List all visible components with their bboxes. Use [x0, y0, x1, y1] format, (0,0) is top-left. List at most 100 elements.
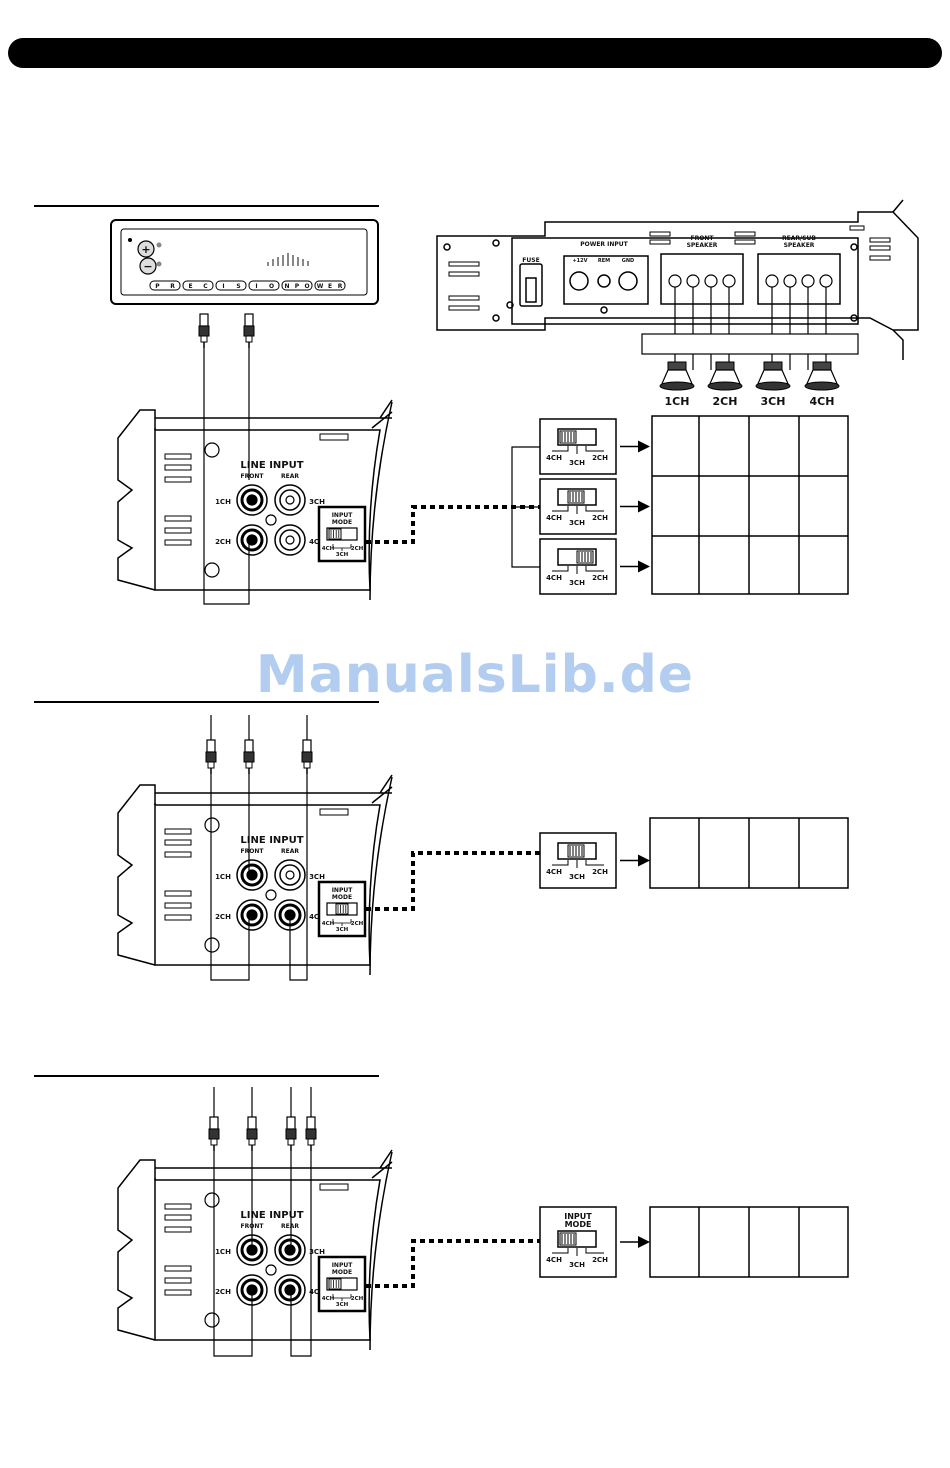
line-input-title: LINE INPUT	[240, 1210, 303, 1221]
switch-4ch-label: 4CH	[546, 574, 562, 582]
ch1-label: 1CH	[215, 873, 231, 881]
mode-connector	[366, 851, 540, 911]
mode-connector	[366, 505, 540, 544]
front-label: FRONT	[241, 473, 265, 480]
front-speaker-label-1: FRONT	[691, 235, 715, 242]
output-grid-section-1	[651, 415, 849, 595]
rca-plug	[301, 715, 313, 774]
gnd-label: GND	[622, 258, 634, 264]
rear-label: REAR	[281, 473, 299, 480]
output-grid-section-3	[649, 1206, 849, 1278]
minus-knob[interactable]	[139, 257, 157, 275]
switch-3ch-label: 3CH	[569, 873, 585, 881]
speaker-channel-label: 1CH	[665, 395, 690, 408]
switch-3ch-label: 3CH	[569, 1261, 585, 1269]
switch-3ch-label: 3CH	[569, 519, 585, 527]
head-unit-button-letter: P	[155, 283, 160, 290]
amp-mode-4ch: 4CH	[322, 546, 335, 552]
head-unit-button[interactable]	[149, 280, 181, 291]
rear-label: REAR	[281, 1223, 299, 1230]
rem-label: REM	[598, 258, 610, 264]
rca-cable	[210, 774, 308, 981]
amp-input-label: INPUT	[332, 887, 354, 894]
switch-2ch-label: 2CH	[592, 574, 608, 582]
switch-3ch-label: 3CH	[569, 459, 585, 467]
amp-mode-2ch: 2CH	[351, 1296, 364, 1302]
speaker-icon	[755, 361, 791, 391]
rear-label: REAR	[281, 848, 299, 855]
amp-mode-label: MODE	[332, 1269, 352, 1276]
ch4-label: 4CH	[309, 913, 325, 921]
rca-plug	[243, 715, 255, 774]
switch-4ch-label: 4CH	[546, 454, 562, 462]
speaker-icon	[659, 361, 695, 391]
plus-knob[interactable]	[137, 240, 155, 258]
head-unit-button-letter: R	[170, 283, 175, 290]
amp-input-label: INPUT	[332, 1262, 354, 1269]
ch2-label: 2CH	[215, 913, 231, 921]
rca-plug	[305, 1087, 317, 1151]
amp-input-label: INPUT	[332, 512, 354, 519]
rca-plug	[285, 1087, 297, 1151]
amp-mode-2ch: 2CH	[351, 921, 364, 927]
plus12v-label: +12V	[572, 258, 587, 264]
switch-2ch-label: 2CH	[592, 454, 608, 462]
ch4-label: 4CH	[309, 1288, 325, 1296]
switch-bracket	[511, 446, 540, 568]
fuse-label: FUSE	[522, 257, 539, 264]
speaker-icon	[804, 361, 840, 391]
head-unit-button-letter: O	[304, 283, 309, 290]
rca-plug	[205, 715, 217, 774]
head-unit-button[interactable]	[281, 280, 313, 291]
head-unit-button-letter: E	[188, 283, 192, 290]
mode-connector	[366, 1239, 540, 1288]
ch3-label: 3CH	[309, 498, 325, 506]
plus-label: +	[141, 243, 150, 256]
head-unit-button-letter: O	[269, 283, 274, 290]
speaker-terminals	[668, 274, 833, 288]
switch-2ch-label: 2CH	[592, 1256, 608, 1264]
head-unit-button[interactable]	[182, 280, 214, 291]
input-mode-switch-box: 4CH 3CH 2CH	[539, 418, 650, 475]
amp-mode-label: MODE	[332, 519, 352, 526]
speaker-channel-label: 4CH	[810, 395, 835, 408]
head-unit-button-letter: R	[338, 283, 343, 290]
ch2-label: 2CH	[215, 538, 231, 546]
ch1-label: 1CH	[215, 1248, 231, 1256]
ch4-label: 4CH	[309, 538, 325, 546]
power-input-label: POWER INPUT	[580, 241, 628, 248]
head-unit-button[interactable]	[215, 280, 247, 291]
line-input-title: LINE INPUT	[240, 460, 303, 471]
header-bar	[8, 38, 942, 68]
head-unit-button-letter: I	[222, 283, 224, 290]
switch-2ch-label: 2CH	[592, 514, 608, 522]
rca-cable	[213, 1151, 312, 1357]
amp-mode-label: MODE	[332, 894, 352, 901]
head-unit-button-letter: E	[328, 283, 332, 290]
rear-speaker-label-2: SPEAKER	[784, 242, 815, 249]
speaker-row	[659, 361, 840, 391]
ch3-label: 3CH	[309, 1248, 325, 1256]
head-unit-button-letter: C	[203, 283, 208, 290]
amp-mode-4ch: 4CH	[322, 1296, 335, 1302]
head-unit-button[interactable]	[248, 280, 280, 291]
amp-mode-3ch: 3CH	[336, 1302, 349, 1308]
speaker-channel-label: 2CH	[713, 395, 738, 408]
head-unit-button-letter: S	[236, 283, 240, 290]
head-unit-button-letter: W	[317, 283, 324, 290]
switch-2ch-label: 2CH	[592, 868, 608, 876]
front-label: FRONT	[241, 848, 265, 855]
head-unit-button-letter: N	[284, 283, 289, 290]
head-unit-button-letter: P	[295, 283, 300, 290]
rca-plug	[246, 1087, 258, 1151]
amp-mode-4ch: 4CH	[322, 921, 335, 927]
head-unit-button[interactable]	[314, 280, 346, 291]
